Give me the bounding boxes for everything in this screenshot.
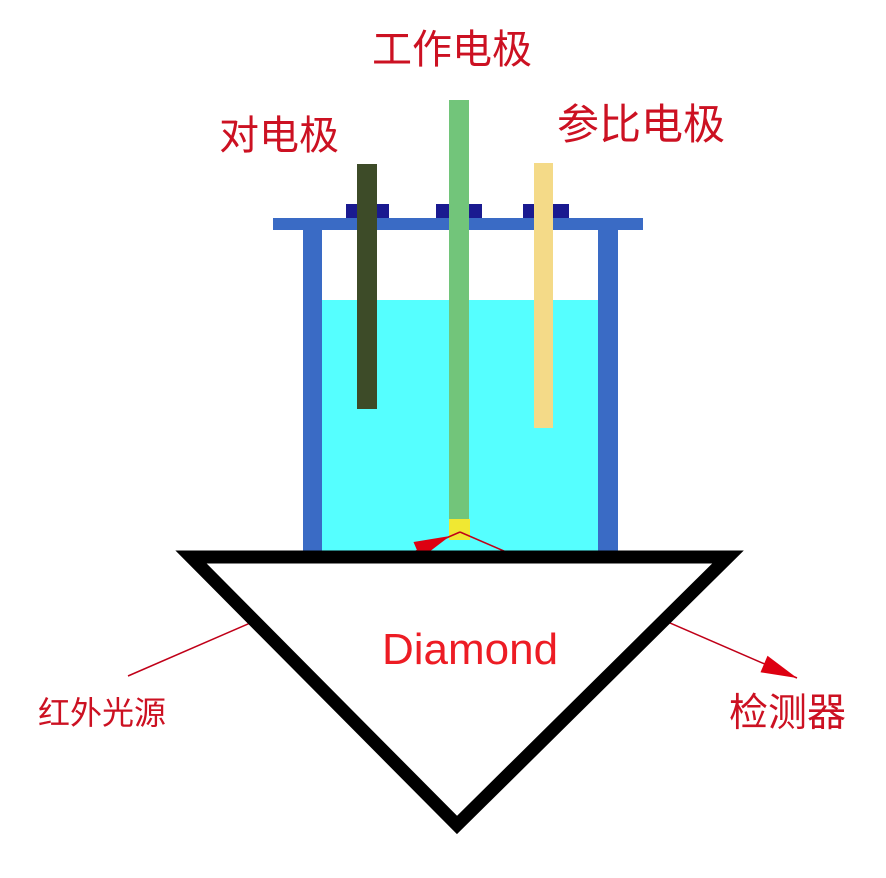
- cell-wall-left: [303, 228, 322, 556]
- ir-beam-reflected-arrowhead-icon: [760, 655, 797, 678]
- ir-source-label: 红外光源: [38, 694, 167, 732]
- counter-electrode-label: 对电极: [219, 113, 339, 159]
- diamond-prism-label: Diamond: [382, 625, 559, 674]
- diamond-prism-triangle: [175, 550, 744, 835]
- reference-electrode-label: 参比电极: [557, 100, 726, 149]
- reference-electrode-rod: [534, 163, 553, 428]
- cell-wall-right: [598, 228, 618, 556]
- counter-electrode-rod: [357, 164, 377, 409]
- working-electrode-rod: [449, 100, 469, 521]
- detector-label: 检测器: [729, 691, 847, 736]
- electrode-active-spot: [449, 519, 470, 540]
- working-electrode-label: 工作电极: [372, 27, 532, 73]
